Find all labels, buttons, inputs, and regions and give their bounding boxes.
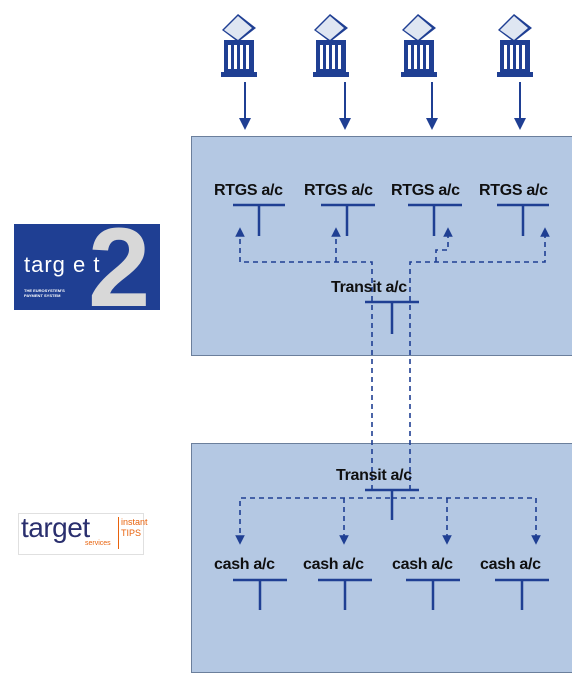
bank-icon bbox=[401, 14, 437, 77]
rtgs-account-label: RTGS a/c bbox=[479, 182, 548, 199]
transit-account-label: Transit a/c bbox=[336, 467, 412, 484]
rtgs-account-t bbox=[497, 203, 549, 236]
cash-account-label: cash a/c bbox=[480, 556, 541, 573]
bank-icon bbox=[313, 14, 349, 77]
tips-logo: target services instant TIPS bbox=[18, 512, 148, 555]
tips-logo-wordmark: target bbox=[21, 512, 90, 543]
tips-logo-separator bbox=[118, 517, 119, 549]
cash-account-t bbox=[318, 578, 372, 610]
target2-logo: 2 targ e t THE EUROSYSTEM'S PAYMENT SYST… bbox=[14, 224, 160, 310]
cash-account-t bbox=[406, 578, 460, 610]
dashed-flow bbox=[409, 227, 550, 490]
cash-account-label: cash a/c bbox=[303, 556, 364, 573]
target2-logo-number: 2 bbox=[88, 224, 151, 310]
rtgs-account-label: RTGS a/c bbox=[304, 182, 373, 199]
target2-logo-wordmark: targ e t bbox=[24, 252, 101, 277]
dashed-flow bbox=[235, 497, 393, 545]
rtgs-account-t bbox=[321, 203, 375, 236]
rtgs-account-label: RTGS a/c bbox=[391, 182, 460, 199]
transit-account-t bbox=[365, 300, 419, 334]
cash-account-t bbox=[233, 578, 287, 610]
target2-panel bbox=[191, 136, 572, 356]
rtgs-account-t bbox=[233, 203, 285, 236]
dashed-flow bbox=[235, 227, 373, 490]
dashed-flow bbox=[392, 497, 541, 545]
dashed-flow bbox=[435, 227, 453, 262]
bank-icon bbox=[497, 14, 533, 77]
transit-account-label: Transit a/c bbox=[331, 279, 407, 296]
bank-icon bbox=[221, 14, 257, 77]
cash-account-label: cash a/c bbox=[214, 556, 275, 573]
target2-logo-tagline: THE EUROSYSTEM'S PAYMENT SYSTEM bbox=[24, 288, 65, 298]
rtgs-account-t bbox=[408, 203, 462, 236]
tips-panel bbox=[191, 443, 572, 673]
rtgs-account-label: RTGS a/c bbox=[214, 182, 283, 199]
tips-logo-instant: instant TIPS bbox=[121, 517, 148, 539]
tips-logo-tips-text: TIPS bbox=[121, 528, 142, 538]
cash-account-label: cash a/c bbox=[392, 556, 453, 573]
cash-account-t bbox=[495, 578, 549, 610]
tips-logo-services: services bbox=[85, 540, 111, 547]
tips-logo-instant-text: instant bbox=[121, 517, 148, 527]
